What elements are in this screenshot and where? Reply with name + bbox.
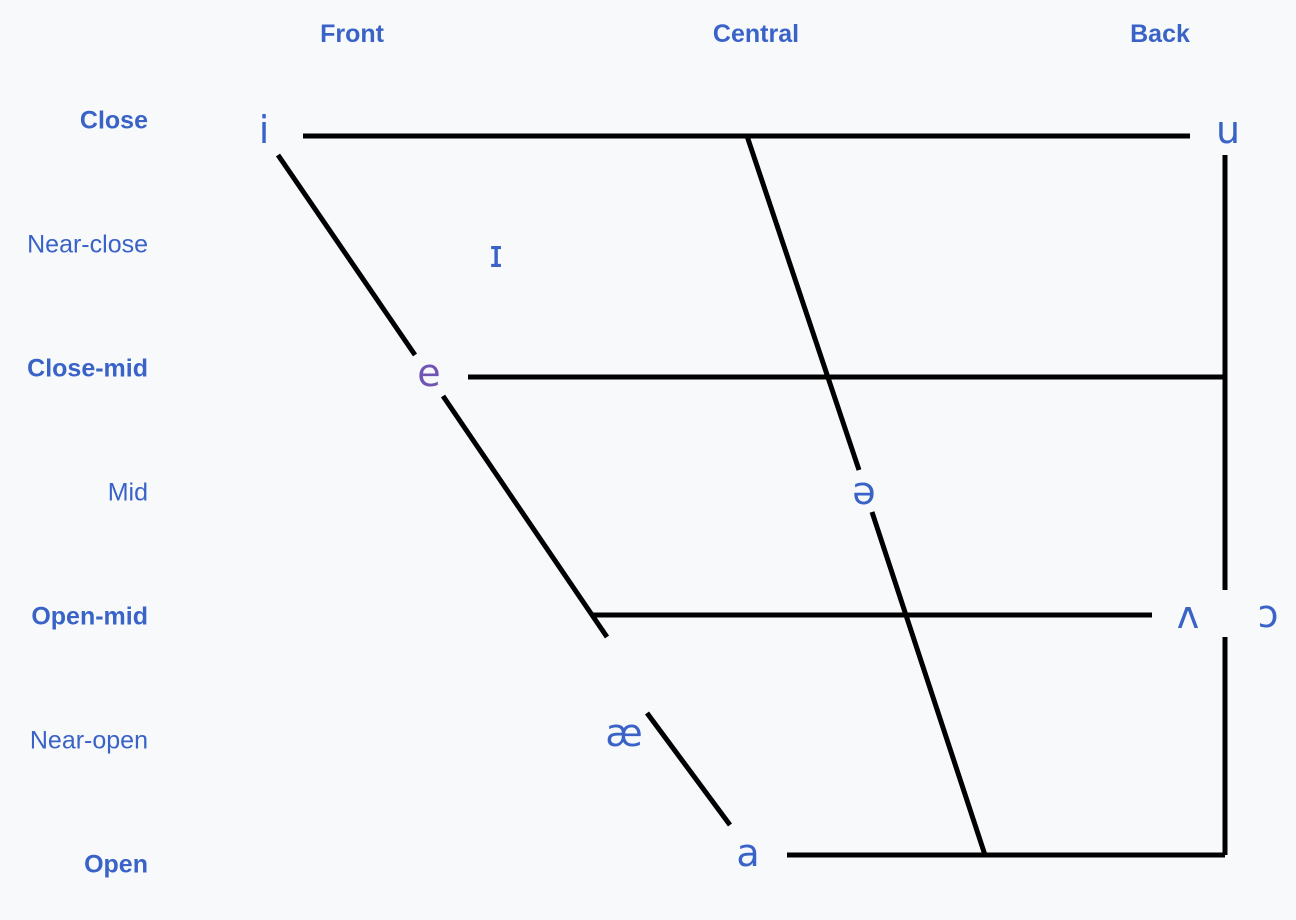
row-label-close-mid: Close-mid: [27, 354, 148, 383]
row-label-near-open: Near-open: [29, 726, 148, 755]
column-header-front: Front: [320, 20, 384, 48]
vowel-symbol-e[interactable]: e: [417, 351, 441, 395]
row-label-mid: Mid: [107, 478, 148, 507]
vowel-symbol-a[interactable]: a: [736, 831, 760, 875]
row-label-open: Open: [84, 850, 148, 879]
vowel-symbol-small-capital-i[interactable]: ɪ: [488, 232, 504, 276]
vowel-symbol-i[interactable]: i: [258, 108, 270, 152]
central-diagonal-upper: [744, 135, 862, 471]
vowel-symbol-schwa[interactable]: ə: [852, 469, 876, 513]
front-diagonal-upper: [275, 153, 418, 357]
column-header-back: Back: [1130, 20, 1190, 48]
front-diagonal-mid: [440, 394, 610, 639]
front-diagonal-lower: [644, 711, 733, 827]
row-label-near-close: Near-close: [27, 230, 148, 259]
vowel-symbol-ash[interactable]: æ: [605, 711, 643, 755]
column-header-central: Central: [712, 20, 800, 48]
row-label-open-mid: Open-mid: [31, 602, 148, 631]
vowel-symbol-turned-v[interactable]: ʌ: [1176, 593, 1200, 637]
vowel-symbol-u[interactable]: u: [1215, 108, 1241, 152]
central-diagonal-lower: [869, 511, 988, 856]
row-label-close: Close: [79, 106, 148, 135]
vowel-symbol-open-o[interactable]: ɔ: [1257, 592, 1279, 636]
